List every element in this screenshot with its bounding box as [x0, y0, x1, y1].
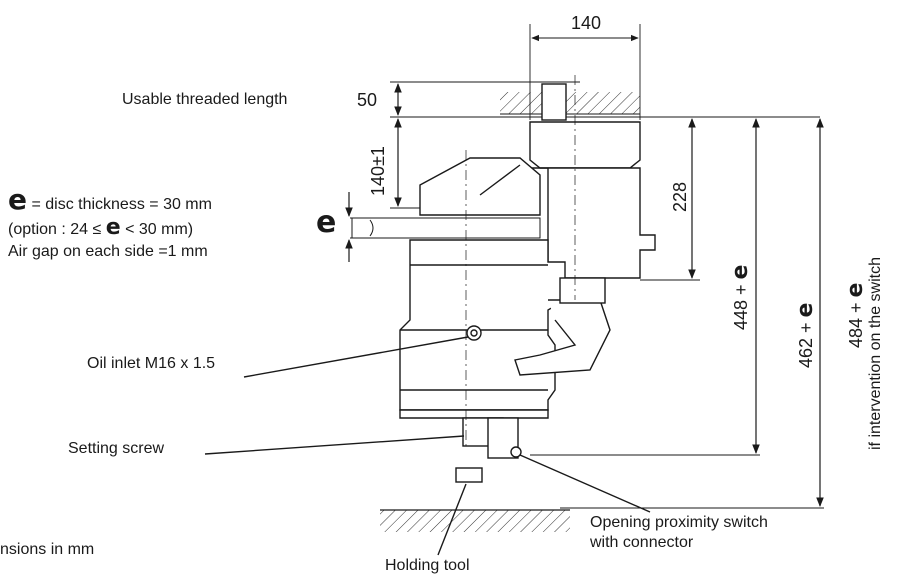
proximity-label-2: with connector	[590, 534, 694, 551]
ceiling-hatch	[500, 92, 640, 115]
dim-height-2: 462 + e	[793, 303, 818, 368]
dim-top-width-value: 140	[571, 13, 602, 33]
proximity-label-1: Opening proximity switch	[590, 514, 768, 531]
disc-note-line2-pre: (option : 24 ≤	[8, 221, 106, 238]
dim-disc-e-symbol: e	[316, 205, 337, 240]
dim-height-3-value: 484 +	[846, 297, 866, 348]
disc-note-line2: (option : 24 ≤ e < 30 mm)	[8, 217, 193, 239]
dim-height-3-note: if intervention on the switch	[867, 257, 884, 450]
disc-note-line2-post: < 30 mm)	[120, 221, 194, 238]
dim-top-width	[529, 24, 641, 120]
dim-thread-value: 50	[357, 90, 378, 110]
caliper-body	[351, 75, 656, 459]
dim-height-1-value: 448 +	[731, 279, 751, 330]
disc-note-line3: Air gap on each side =1 mm	[8, 243, 208, 260]
floor-hatch	[380, 509, 570, 532]
dim-height-2-value: 462 +	[796, 317, 816, 368]
oil-inlet-label: Oil inlet M16 x 1.5	[87, 355, 216, 372]
disc-note-e: e	[8, 183, 27, 216]
dim-right	[530, 118, 824, 509]
dim-height-1-e: e	[728, 264, 753, 280]
setting-screw-label: Setting screw	[68, 440, 165, 457]
disc-note-line1: e = disc thickness = 30 mm	[8, 186, 212, 214]
dim-height-3: 484 + e	[843, 283, 868, 348]
units-note: nsions in mm	[0, 541, 95, 558]
dim-height-3-e: e	[843, 282, 868, 298]
holding-tool-part	[455, 467, 483, 483]
holding-tool-label: Holding tool	[385, 557, 470, 574]
dim-inner-height-value: 228	[670, 181, 690, 212]
dim-upper-height	[390, 118, 420, 209]
dim-height-1: 448 + e	[728, 265, 753, 330]
disc-note-e2: e	[105, 215, 121, 240]
dim-upper-height-value: 140±1	[368, 146, 388, 196]
usable-threaded-length-label: Usable threaded length	[122, 91, 288, 108]
leader-lines	[204, 336, 651, 556]
dim-height-2-e: e	[793, 302, 818, 318]
dim-thread	[390, 81, 820, 118]
disc-note-line1-text: = disc thickness = 30 mm	[27, 196, 212, 213]
